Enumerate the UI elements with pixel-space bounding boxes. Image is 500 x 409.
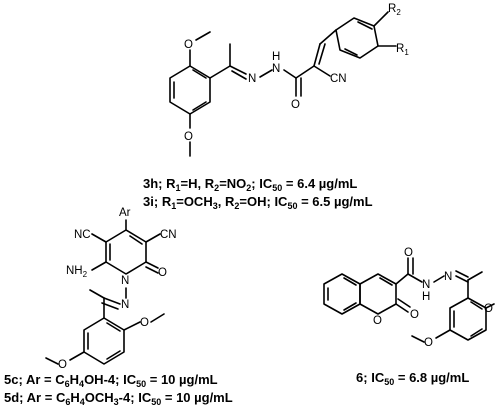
- phenyl-ring-c: [83, 317, 125, 365]
- phenyl-ring-b: [335, 17, 379, 59]
- nitrile-cn-right: CN: [160, 229, 177, 241]
- structure-3-series: O O N N H O CN R2 R1: [169, 3, 409, 157]
- methoxy-o-5a: O: [140, 317, 149, 329]
- ar-label: Ar: [119, 207, 131, 219]
- caption-3h: 3h; R1=H, R2=NO2; IC50 = 6.4 µg/mL: [143, 176, 358, 193]
- r1-atom: R1: [396, 43, 409, 57]
- amide-o-6: O: [404, 247, 413, 259]
- amide-h: H: [272, 51, 280, 63]
- carbonyl-o: O: [291, 99, 300, 111]
- caption-3i: 3i; R1=OCH3, R2=OH; IC50 = 6.5 µg/mL: [143, 194, 373, 211]
- amide-n-6: N: [422, 279, 430, 291]
- structure-6: O O O N H N O O: [323, 247, 495, 349]
- nitrile-cn-top: CN: [330, 73, 347, 85]
- methoxy-o-6a: O: [484, 303, 493, 315]
- imine-n-6: N: [444, 271, 452, 283]
- nitrile-nc-left: NC: [74, 229, 91, 241]
- methoxy-o-top: O: [184, 39, 193, 51]
- imine-n: N: [248, 73, 256, 85]
- methoxy-o-5b: O: [58, 359, 67, 371]
- caption-5d: 5d; Ar = C6H4OCH3-4; IC50 = 10 µg/mL: [4, 390, 233, 407]
- caption-5c: 5c; Ar = C6H4OH-4; IC50 = 10 µg/mL: [4, 372, 218, 389]
- structure-5-series: Ar NC CN NH2 O N N O O: [45, 207, 177, 371]
- ring-n: N: [121, 275, 129, 287]
- pyridone-o: O: [158, 267, 167, 279]
- coumarin-pyranone-ring: [359, 273, 397, 315]
- coumarin-carbonyl-o: O: [410, 309, 419, 321]
- pyridone-ring: [105, 229, 147, 275]
- caption-6: 6; IC50 = 6.8 µg/mL: [356, 370, 470, 387]
- amino-nh2: NH2: [66, 265, 88, 279]
- coumarin-ring-o: O: [373, 315, 382, 327]
- amide-n: N: [272, 63, 280, 75]
- phenyl-ring-a: [169, 65, 211, 115]
- coumarin-benzo-ring: [323, 273, 361, 315]
- methoxy-o-bottom: O: [184, 131, 193, 143]
- imine-n-5: N: [121, 299, 129, 311]
- phenyl-ring-d: [449, 297, 487, 341]
- methoxy-o-6b: O: [424, 337, 433, 349]
- amide-h-6: H: [422, 291, 430, 303]
- r2-atom: R2: [388, 3, 401, 17]
